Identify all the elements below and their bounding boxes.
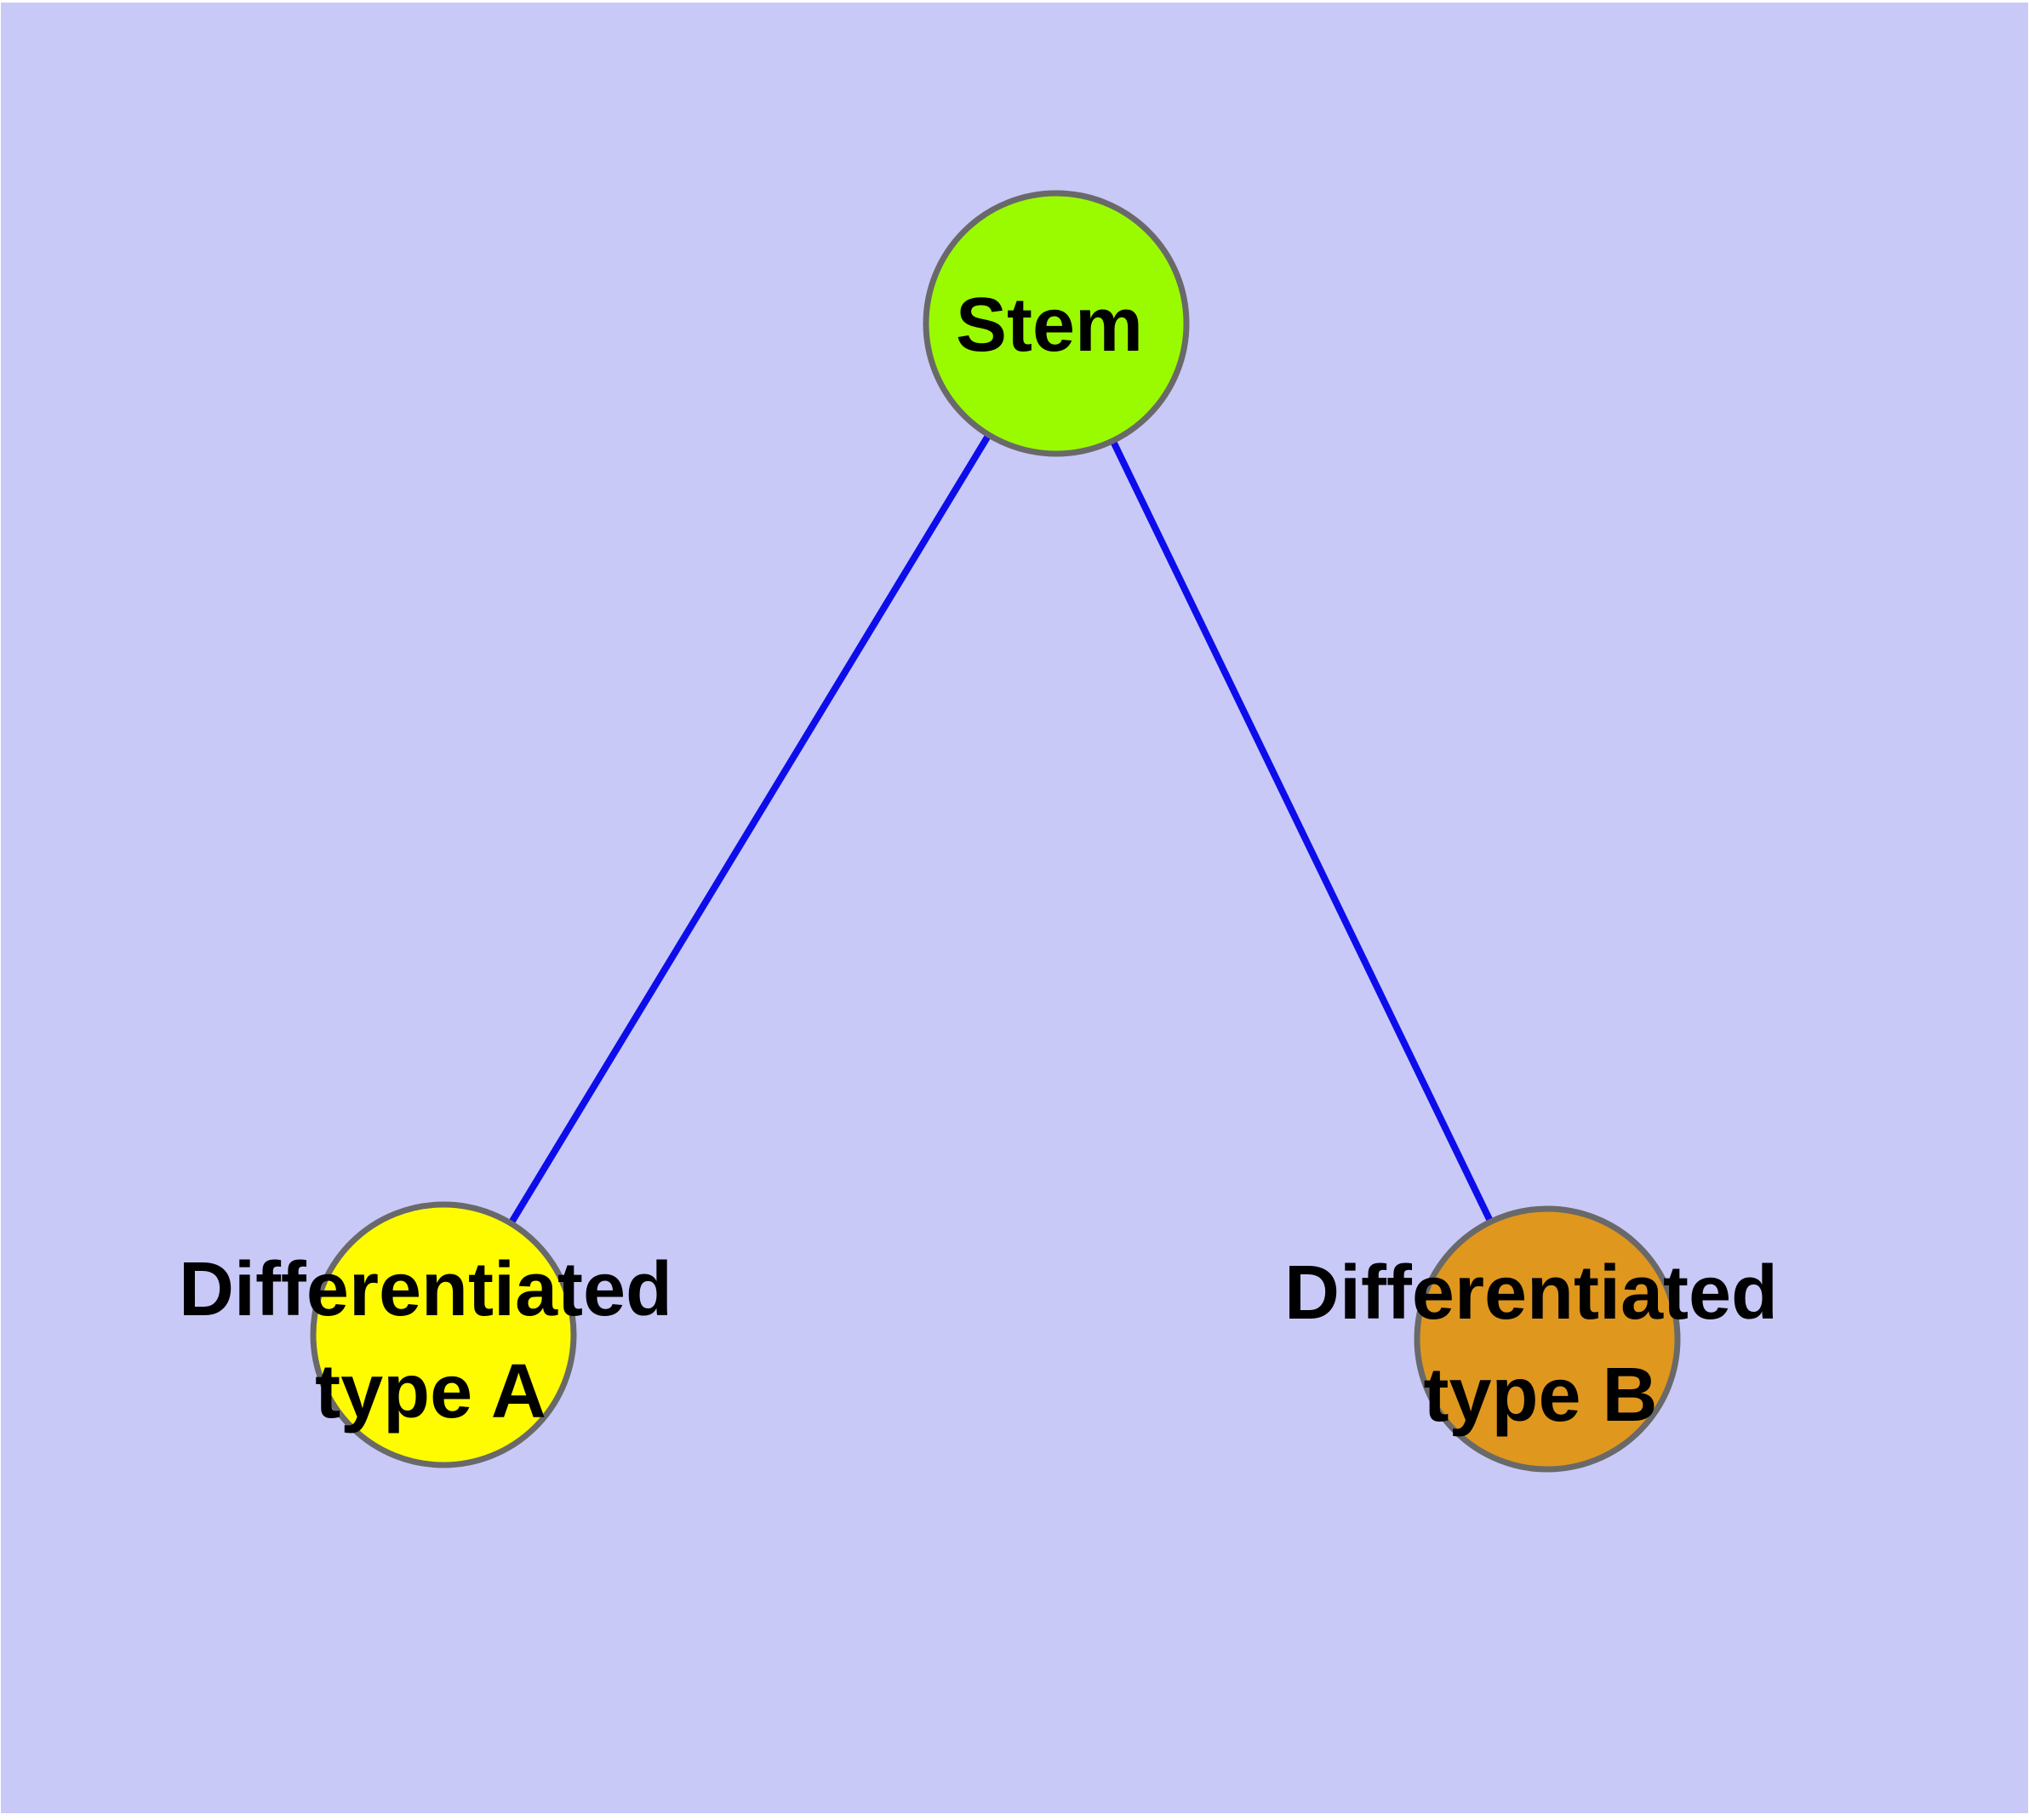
- edge-stem-to-type-a: [440, 321, 1060, 1337]
- edge-stem-to-type-b: [1053, 322, 1551, 1341]
- node-type-a-label-line1: Differentiated: [179, 1247, 672, 1332]
- node-stem-label: Stem: [956, 283, 1143, 368]
- node-differentiated-type-a: [310, 1201, 577, 1468]
- node-type-b-label-line2: type B: [1423, 1353, 1657, 1438]
- node-type-b-label-line1: Differentiated: [1284, 1251, 1778, 1336]
- node-differentiated-type-b: [1414, 1205, 1681, 1473]
- node-type-a-label-line2: type A: [315, 1349, 546, 1434]
- node-stem: [923, 190, 1190, 457]
